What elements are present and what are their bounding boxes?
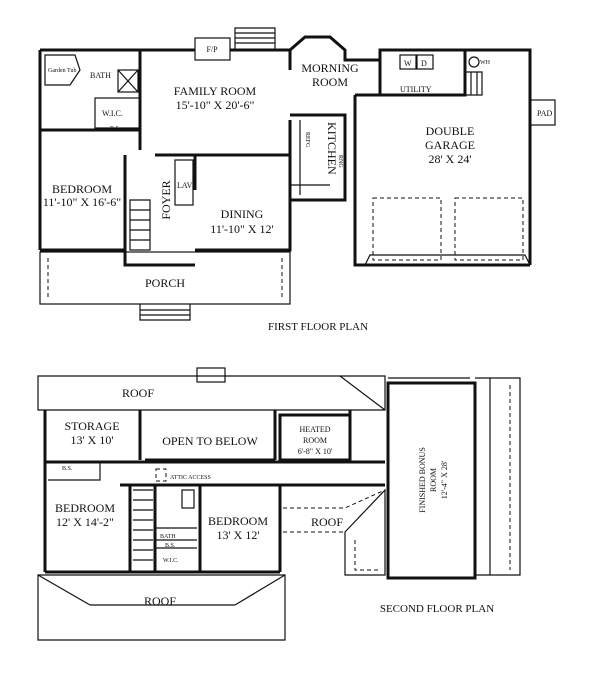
garage-label-2: GARAGE: [425, 138, 475, 152]
first-floor-caption: FIRST FLOOR PLAN: [268, 321, 368, 333]
exterior-stairs: [234, 27, 276, 51]
lav-label: LAV: [177, 181, 193, 190]
water-heater-label: WH: [480, 60, 491, 66]
bedroom-size: 11'-10" X 16'-6": [43, 195, 121, 209]
bath-label: BATH: [90, 71, 111, 80]
bedroom-label: BEDROOM: [52, 182, 112, 196]
attic-access-hatch: [155, 468, 167, 482]
kitchen-label: KITCHEN: [325, 122, 339, 175]
pad: [529, 99, 556, 126]
roof-mid-label: ROOF: [311, 515, 343, 529]
bs-label: B.S.: [110, 126, 121, 132]
heated-room-label: HEATED: [299, 425, 330, 434]
foyer-label: FOYER: [159, 180, 173, 219]
bath-label-upper: BATH: [160, 534, 176, 540]
wic-label: W.I.C.: [102, 109, 123, 118]
heated-room-label-2: ROOM: [303, 436, 327, 445]
dryer-label: D: [421, 59, 427, 68]
wic-label-upper: W.I.C.: [163, 558, 179, 564]
second-floor-caption: SECOND FLOOR PLAN: [380, 603, 494, 615]
porch: [39, 251, 291, 305]
top-roof: [37, 375, 386, 411]
dryer: [416, 54, 434, 70]
garage-door-left: [372, 197, 442, 261]
bedroom-right-label: BEDROOM: [208, 514, 268, 528]
porch-label: PORCH: [145, 276, 185, 290]
tub: [181, 489, 195, 509]
bonus-room-label: FINISHED BONUS: [418, 447, 427, 513]
garage-steps: [464, 71, 483, 96]
bedroom-right-size: 13' X 12': [217, 528, 260, 542]
bs-label-upper: B.S.: [62, 466, 73, 472]
dining-label: DINING: [221, 207, 264, 221]
fireplace-label: F/P: [206, 45, 218, 54]
roof-top-label: ROOF: [122, 386, 154, 400]
bonus-room-label-2: ROOM: [429, 468, 438, 492]
garden-tub-label: Garden Tub: [48, 68, 77, 74]
roof-l-shape: [344, 488, 386, 576]
utility-label: UTILITY: [400, 85, 432, 94]
morning-room-label: MORNING: [301, 61, 359, 75]
roof-bottom-label: ROOF: [144, 594, 176, 608]
water-heater: [468, 56, 480, 68]
lav-room: [174, 159, 194, 206]
range-label: RNG: [337, 155, 343, 168]
chimney: [196, 367, 226, 383]
heated-room-size: 6'-8" X 10': [298, 447, 333, 456]
kitchen-counters: [290, 120, 346, 195]
pad-label: PAD: [537, 109, 552, 118]
refg-label: REFG: [304, 132, 310, 148]
dining-size: 11'-10" X 12': [210, 222, 273, 236]
storage-size: 13' X 10': [71, 433, 114, 447]
interior-stairs: [129, 199, 151, 251]
right-roof: [388, 377, 521, 576]
bottom-roof: [37, 574, 286, 641]
garage-size: 28' X 24': [429, 152, 472, 166]
open-to-below-label: OPEN TO BELOW: [162, 434, 258, 448]
garden-tub: [44, 54, 81, 86]
washer: [399, 54, 417, 70]
bedroom-left-size: 12' X 14'-2": [56, 515, 114, 529]
bonus-room-size: 12'-4" X 28': [440, 460, 449, 499]
storage-label: STORAGE: [64, 419, 119, 433]
fireplace: [194, 37, 231, 61]
family-room-size: 15'-10" X 20'-6": [176, 98, 255, 112]
storage-closet: [48, 461, 101, 481]
bs2-label-upper: B.S.: [165, 543, 176, 549]
garage-door-right: [454, 197, 524, 261]
attic-access-label: ATTIC ACCESS: [170, 475, 211, 481]
second-floor-stairs: [133, 489, 153, 561]
second-floor-plan: ROOF STORAGE 13' X 10' OPEN TO BELOW HEA…: [37, 367, 521, 641]
first-floor-plan: Garden Tub BATH W.I.C. B.S. FAMILY ROOM …: [38, 27, 556, 333]
garage-label: DOUBLE: [426, 124, 475, 138]
bonus-room: [386, 381, 477, 580]
wic-closet: [94, 97, 141, 129]
porch-steps: [139, 304, 191, 321]
bedroom-left-label: BEDROOM: [55, 501, 115, 515]
washer-label: W: [404, 59, 412, 68]
shower: [117, 69, 139, 93]
family-room-label: FAMILY ROOM: [174, 84, 257, 98]
morning-room-label-2: ROOM: [312, 75, 348, 89]
